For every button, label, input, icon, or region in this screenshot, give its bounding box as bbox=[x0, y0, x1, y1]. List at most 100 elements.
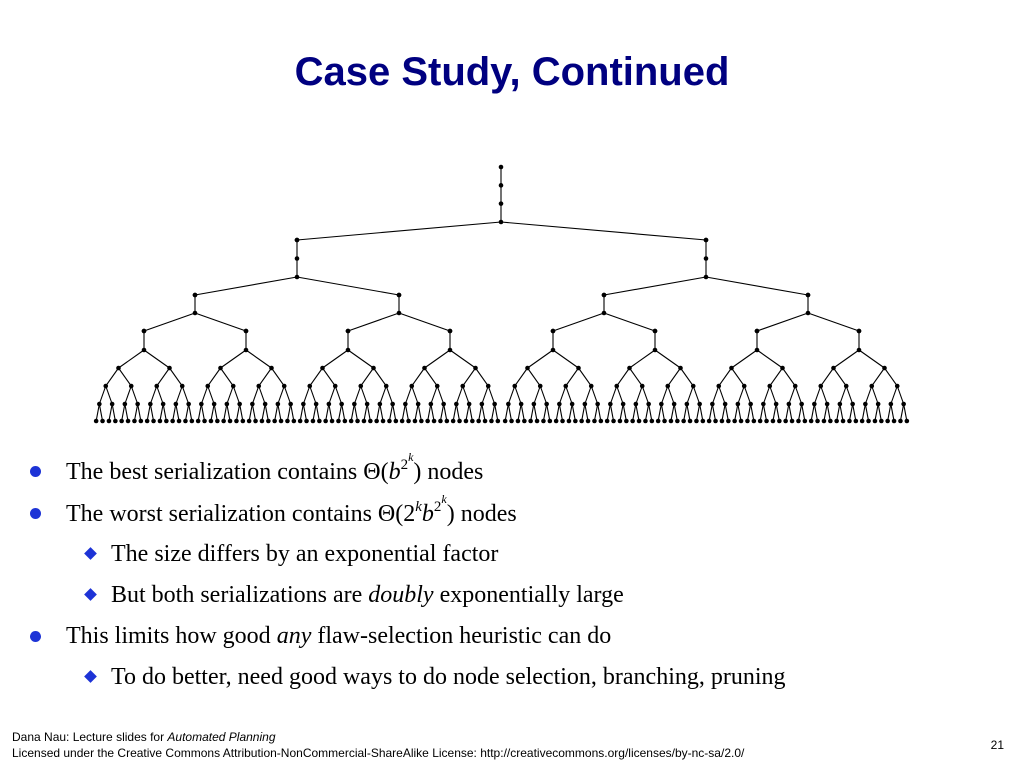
tree-edge bbox=[584, 385, 592, 405]
tree-node bbox=[678, 365, 683, 371]
tree-edge bbox=[312, 403, 317, 422]
tree-edge bbox=[98, 403, 104, 422]
tree-edge bbox=[708, 403, 713, 422]
tree-node bbox=[879, 418, 884, 424]
tree-edge bbox=[95, 403, 100, 422]
tree-edge bbox=[871, 367, 885, 387]
tree-node bbox=[792, 383, 798, 389]
tree-node bbox=[687, 418, 693, 424]
tree-edge bbox=[558, 403, 564, 422]
tree-node bbox=[317, 418, 322, 424]
tree-edge bbox=[746, 403, 752, 422]
tree-node bbox=[624, 418, 629, 424]
tree-node bbox=[515, 418, 521, 424]
tree-edge bbox=[629, 367, 643, 387]
tree-edge bbox=[558, 385, 567, 405]
tree-node bbox=[227, 418, 233, 424]
tree-edge bbox=[603, 312, 656, 332]
tree-node bbox=[240, 418, 246, 424]
tree-edge bbox=[226, 385, 234, 405]
tree-node bbox=[348, 418, 354, 424]
tree-edge bbox=[302, 403, 308, 422]
tree-edge bbox=[533, 385, 541, 405]
tree-node bbox=[509, 418, 514, 424]
slide-title: Case Study, Continued bbox=[294, 50, 730, 94]
tree-node bbox=[764, 418, 769, 424]
tree-edge bbox=[864, 385, 873, 405]
tree-node bbox=[544, 401, 549, 407]
tree-node bbox=[646, 401, 651, 407]
tree-node bbox=[113, 418, 118, 424]
tree-edge bbox=[616, 367, 630, 387]
tree-node bbox=[294, 237, 300, 243]
tree-node bbox=[361, 418, 367, 424]
tree-node bbox=[675, 418, 680, 424]
tree-edge bbox=[490, 403, 496, 422]
tree-edge bbox=[571, 403, 576, 422]
tree-nodes bbox=[93, 164, 910, 424]
tree-node bbox=[275, 401, 281, 407]
tree-node bbox=[294, 256, 300, 261]
tree-edge bbox=[223, 403, 228, 422]
tree-node bbox=[234, 418, 239, 424]
tree-edge bbox=[845, 385, 854, 405]
tree-node bbox=[419, 418, 424, 424]
tree-edge bbox=[657, 403, 662, 422]
tree-edge bbox=[555, 403, 560, 422]
tree-node bbox=[859, 418, 865, 424]
tree-edge bbox=[430, 403, 435, 422]
tree-node bbox=[176, 418, 182, 424]
tree-edge bbox=[315, 403, 320, 422]
tree-node bbox=[122, 401, 128, 407]
tree-edge bbox=[124, 385, 132, 405]
tree-node bbox=[476, 418, 481, 424]
tree-node bbox=[547, 418, 553, 424]
tree-node bbox=[662, 418, 667, 424]
tree-edge bbox=[494, 403, 499, 422]
tree-node bbox=[154, 383, 160, 389]
tree-edge bbox=[673, 403, 678, 422]
tree-edge bbox=[836, 403, 841, 422]
tree-edge bbox=[632, 403, 637, 422]
tree-node bbox=[522, 418, 527, 424]
tree-node bbox=[812, 401, 817, 407]
tree-edge bbox=[373, 367, 387, 387]
tree-edge bbox=[794, 385, 803, 405]
tree-node bbox=[466, 401, 472, 407]
tree-node bbox=[601, 310, 607, 316]
tree-edge bbox=[172, 403, 177, 422]
tree-node bbox=[179, 383, 185, 389]
tree-edge bbox=[635, 385, 643, 405]
tree-node bbox=[837, 401, 843, 407]
tree-edge bbox=[782, 367, 796, 387]
tree-node bbox=[323, 418, 328, 424]
tree-node bbox=[399, 418, 405, 424]
tree-node bbox=[288, 401, 293, 407]
tree-node bbox=[230, 383, 236, 389]
tree-edge bbox=[833, 349, 860, 369]
tree-node bbox=[719, 418, 725, 424]
tree-node bbox=[205, 383, 211, 389]
footer-credit: Dana Nau: Lecture slides for Automated P… bbox=[12, 730, 276, 744]
tree-node bbox=[898, 418, 903, 424]
tree-edge bbox=[111, 403, 116, 422]
tree-node bbox=[119, 418, 124, 424]
tree-node bbox=[409, 383, 415, 389]
tree-edge bbox=[322, 349, 349, 369]
tree-node bbox=[726, 418, 731, 424]
subbullet-doubly-exponential: But both serializations are doubly expon… bbox=[111, 582, 624, 608]
tree-node bbox=[278, 418, 284, 424]
tree-node bbox=[294, 274, 300, 280]
tree-node bbox=[447, 347, 453, 353]
tree-edge bbox=[325, 403, 330, 422]
tree-node bbox=[585, 418, 591, 424]
tree-node bbox=[560, 418, 565, 424]
tree-edge bbox=[347, 349, 374, 369]
tree-node bbox=[135, 401, 140, 407]
tree-edge bbox=[337, 403, 343, 422]
tree-node bbox=[694, 418, 699, 424]
tree-node bbox=[716, 383, 722, 389]
tree-edge bbox=[705, 276, 809, 296]
tree-node bbox=[808, 418, 814, 424]
tree-edge bbox=[130, 385, 139, 405]
